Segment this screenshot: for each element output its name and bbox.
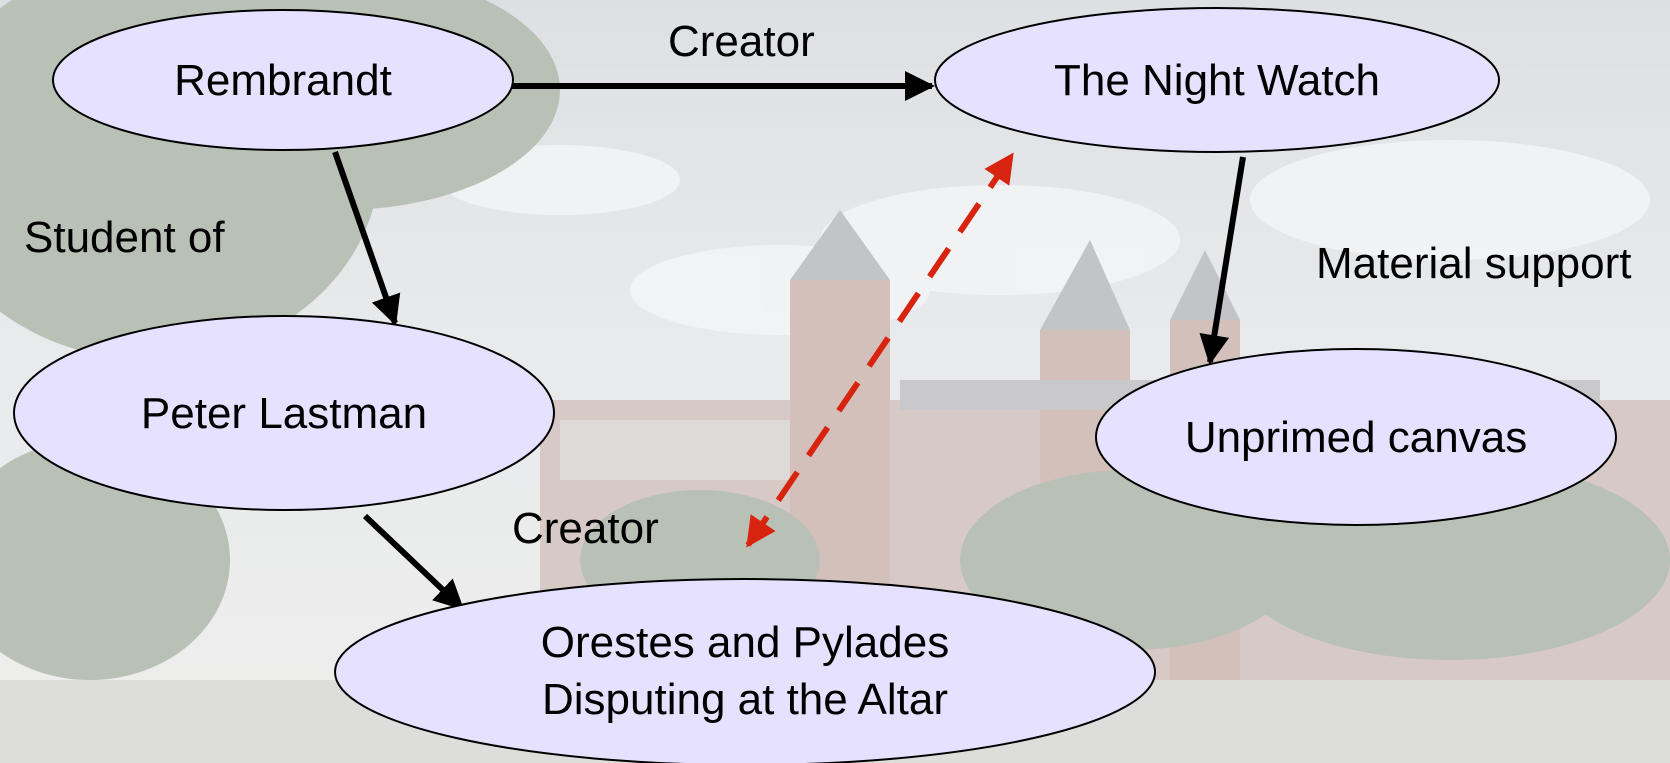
node-label-peter-lastman: Peter Lastman	[141, 389, 427, 438]
edge-dashed-orestes-nightwatch	[745, 152, 1015, 548]
node-the-night-watch: The Night Watch	[934, 7, 1500, 153]
edge-label-material-support: Material support	[1316, 239, 1631, 288]
edge-student-of-rembrandt-lastman	[332, 151, 401, 326]
edge-material-support-nightwatch-canvas	[1199, 156, 1246, 365]
node-peter-lastman: Peter Lastman	[13, 315, 555, 511]
edge-label-creator-top: Creator	[668, 17, 815, 66]
node-unprimed-canvas: Unprimed canvas	[1095, 348, 1617, 526]
edge-label-student-of: Student of	[24, 213, 225, 262]
node-orestes-and-pylades: Orestes and Pylades Disputing at the Alt…	[334, 578, 1156, 763]
edge-label-creator-bottom: Creator	[512, 504, 659, 553]
node-rembrandt: Rembrandt	[52, 9, 514, 151]
node-label-the-night-watch: The Night Watch	[1054, 56, 1380, 105]
node-label-rembrandt: Rembrandt	[174, 56, 392, 105]
node-label-orestes-line1: Orestes and Pylades	[541, 618, 949, 667]
edge-creator-lastman-orestes	[362, 513, 465, 611]
node-label-unprimed-canvas: Unprimed canvas	[1185, 413, 1527, 462]
node-label-orestes-line2: Disputing at the Altar	[542, 675, 948, 724]
